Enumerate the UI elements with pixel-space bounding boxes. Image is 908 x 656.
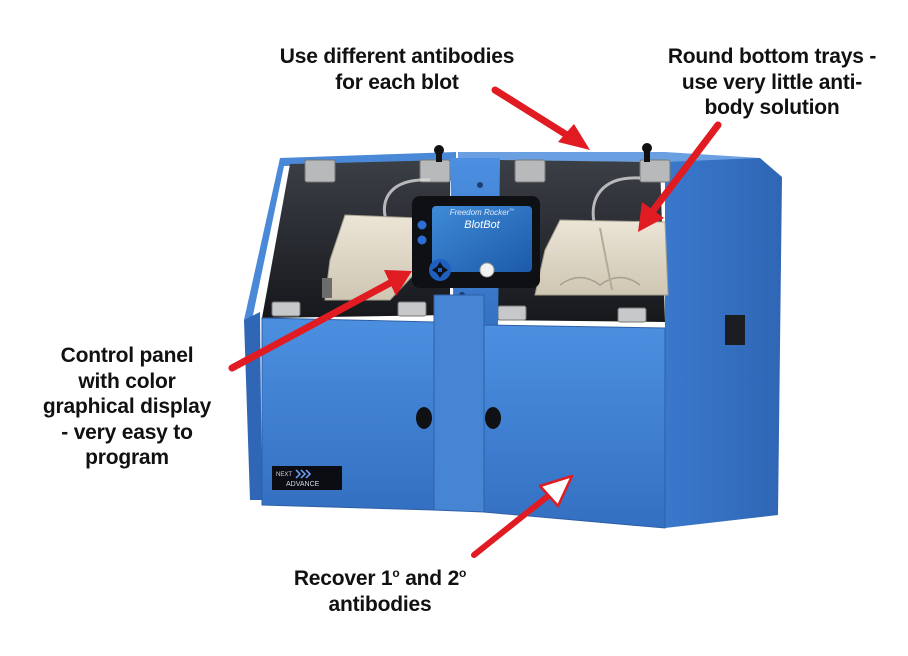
down-button-icon[interactable] — [417, 235, 427, 245]
arrow-icon — [638, 121, 722, 232]
left-hinges — [304, 159, 451, 183]
callout-line: graphical display — [42, 395, 212, 419]
superscript: o — [459, 566, 467, 580]
door-hinges — [271, 301, 647, 323]
callout-recover-antibodies: Recover 1o and 2o antibodies — [270, 566, 490, 617]
callout-line: Recover 1o and 2o — [270, 566, 490, 592]
lcd-screen — [432, 206, 532, 272]
blotbot-device: Freedom Rocker™ BlotBot NEXT ADVANCE — [244, 143, 782, 529]
callout-line: for each blot — [335, 70, 459, 94]
screen-brand: Freedom Rocker™ — [450, 208, 515, 217]
top-knobs — [434, 143, 652, 162]
left-door-hole[interactable] — [416, 407, 432, 429]
svg-text:NEXT: NEXT — [276, 472, 292, 478]
callout-control-panel: Control panel with color graphical displ… — [20, 343, 234, 471]
callout-line: with color — [78, 369, 176, 393]
superscript: o — [392, 566, 400, 580]
callout-arrows — [228, 86, 722, 558]
text-part: Recover 1 — [293, 567, 393, 590]
left-tubing — [382, 178, 431, 221]
arrow-icon — [471, 474, 574, 558]
next-advance-logo: NEXT ADVANCE — [272, 466, 342, 490]
right-front-door — [483, 324, 666, 529]
right-tubing — [591, 176, 641, 223]
svg-text:ADVANCE: ADVANCE — [286, 481, 320, 488]
callout-line: program — [85, 446, 169, 470]
callout-line: Control panel — [60, 344, 194, 367]
callout-line: - very easy to — [61, 420, 193, 444]
text-part: and 2 — [399, 567, 460, 590]
nav-pad-icon[interactable] — [429, 259, 451, 281]
right-tray — [534, 219, 669, 296]
callout-line: body solution — [704, 96, 840, 120]
right-hinges — [514, 159, 671, 183]
callout-line: Use different antibodies — [279, 45, 515, 68]
screen-product: BlotBot — [464, 219, 500, 231]
right-side-panel — [665, 158, 782, 528]
callout-line: Round bottom trays - — [667, 45, 877, 68]
center-front-column — [433, 294, 485, 513]
arrow-icon — [228, 270, 412, 372]
up-button-icon[interactable] — [417, 220, 427, 230]
knob-icon[interactable] — [479, 262, 495, 278]
side-handle-slot — [725, 315, 745, 345]
callout-line: antibodies — [328, 592, 432, 616]
callout-line: use very little anti- — [681, 70, 863, 94]
left-side-strip — [244, 312, 262, 500]
callout-round-trays: Round bottom trays - use very little ant… — [650, 44, 894, 121]
arrow-icon — [491, 86, 590, 150]
control-panel: Freedom Rocker™ BlotBot — [412, 196, 540, 288]
right-door-hole[interactable] — [485, 407, 501, 429]
callout-antibodies-top: Use different antibodies for each blot — [262, 44, 532, 95]
